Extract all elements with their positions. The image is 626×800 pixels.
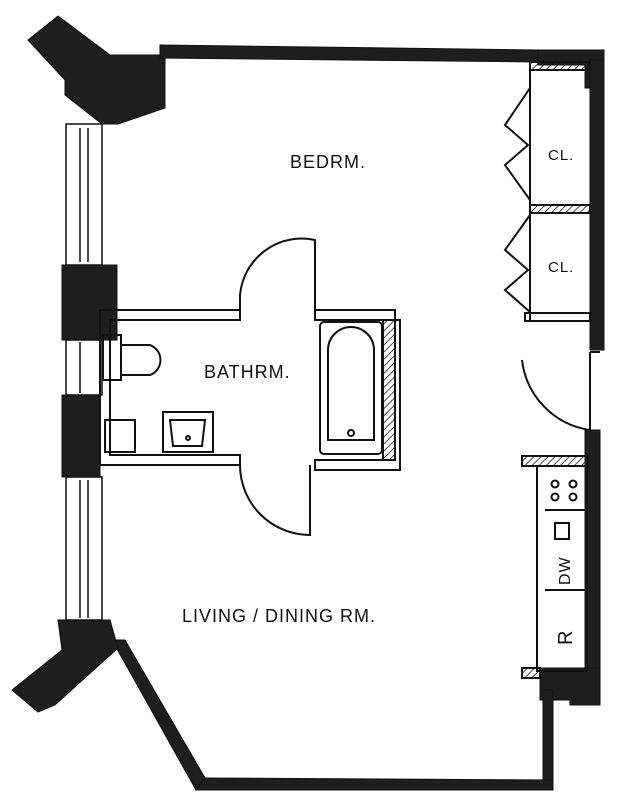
bottom-right-wall [542,689,554,791]
left-pier-2 [61,394,101,478]
kitchen [521,455,589,679]
exterior-walls [11,15,605,791]
tub-wall-hatch [382,319,396,461]
stove-burners-icon [550,479,578,502]
left-pier-1 [61,264,118,341]
windows [65,123,103,621]
top-left-pier [27,15,166,125]
toilet [102,334,162,381]
bathroom-walls [99,309,241,466]
room-label-living-dining: LIVING / DINING RM. [182,606,376,626]
entry-door [521,351,600,432]
dishwasher-symbol [554,522,570,540]
kitchen-counter [536,465,588,672]
window-upper [65,123,103,266]
diagonal-wall [111,639,206,791]
sink [162,411,214,453]
right-notch [539,667,601,706]
closets [503,61,600,432]
appliance-label-dishwasher: DW [557,556,574,585]
vanity [104,419,136,453]
closet-door-2 [503,214,531,313]
room-label-closet-1: CL. [548,147,574,164]
bottom-wall [195,777,554,791]
top-wall [159,44,541,63]
bathroom [99,237,401,537]
room-label-bathroom: BATHRM. [204,362,291,382]
window-middle [65,339,103,396]
window-lower [65,476,103,621]
appliance-label-refrigerator: R [555,630,577,645]
bathroom-door-top [239,237,316,310]
room-label-closet-2: CL. [548,259,574,276]
bottom-left-pier [11,619,119,713]
closet-door-1 [503,87,531,201]
room-label-bedroom: BEDRM. [290,152,366,172]
right-wall-upper [589,59,605,351]
bathroom-door-bottom [239,464,311,537]
